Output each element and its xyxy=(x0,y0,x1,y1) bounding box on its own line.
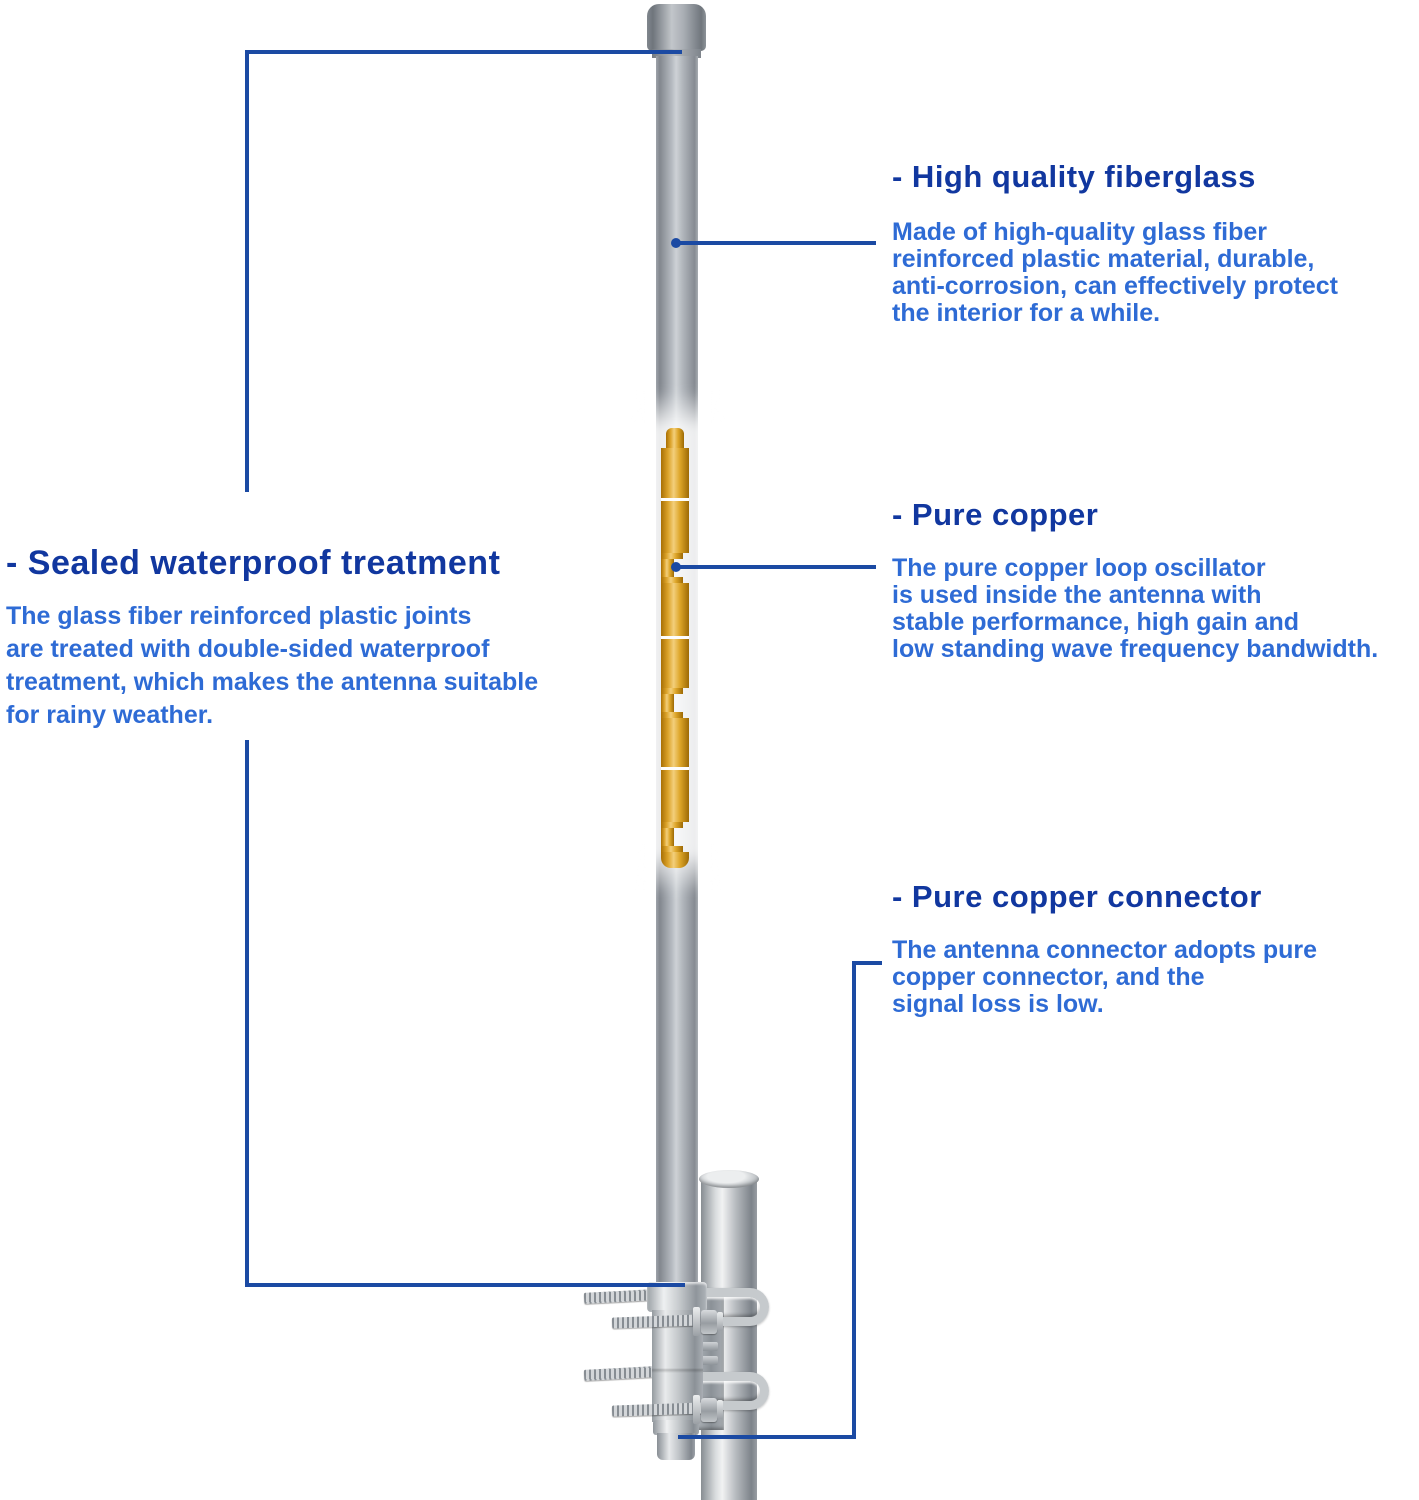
bolt-washer xyxy=(717,1312,723,1331)
connector-coupling-ring xyxy=(653,1420,699,1435)
copper-segment xyxy=(661,852,689,868)
bracket-bolt-head xyxy=(696,1356,718,1365)
callout-body-fiberglass: Made of high-quality glass fiber reinfor… xyxy=(892,219,1338,327)
copper-oscillator xyxy=(661,428,689,868)
callout-line-connector-stub xyxy=(852,961,882,965)
copper-joint xyxy=(661,688,689,718)
callout-line-sealed-top-vertical xyxy=(245,50,249,492)
callout-body-line: anti-corrosion, can effectively protect xyxy=(892,272,1338,300)
antenna-cap xyxy=(647,4,706,51)
bolt-washer xyxy=(717,1400,723,1419)
callout-title-fiberglass: - High quality fiberglass xyxy=(892,159,1256,194)
callout-body-sealed: The glass fiber reinforced plastic joint… xyxy=(6,600,538,732)
callout-title-copper: - Pure copper xyxy=(892,497,1099,532)
callout-body-line: signal loss is low. xyxy=(892,990,1104,1018)
callout-line-connector-horizontal xyxy=(678,1435,856,1439)
copper-segment xyxy=(661,583,689,636)
callout-body-connector: The antenna connector adopts pure copper… xyxy=(892,937,1317,1018)
bracket-bolt-head xyxy=(696,1342,718,1351)
bolt-washer xyxy=(693,1395,700,1424)
bolt-nut xyxy=(701,1398,717,1422)
copper-segment xyxy=(661,501,689,553)
copper-joint xyxy=(661,553,689,583)
callout-line-fiberglass xyxy=(675,241,876,245)
pole-clamp-bottom xyxy=(700,1372,769,1410)
callout-body-line: copper connector, and the xyxy=(892,963,1205,991)
mounting-pole-top xyxy=(699,1170,759,1188)
callout-body-line: reinforced plastic material, durable, xyxy=(892,245,1315,273)
callout-body-line: is used inside the antenna with xyxy=(892,581,1262,609)
clamp-bolt xyxy=(583,1366,655,1381)
callout-body-line: treatment, which makes the antenna suita… xyxy=(6,668,539,696)
callout-body-line: for rainy weather. xyxy=(6,701,214,729)
copper-divider xyxy=(661,498,689,501)
copper-joint xyxy=(661,822,689,852)
callout-title-connector: - Pure copper connector xyxy=(892,879,1262,914)
bolt-washer xyxy=(693,1307,700,1336)
callout-body-line: low standing wave frequency bandwidth. xyxy=(892,635,1379,663)
callout-title-sealed: - Sealed waterproof treatment xyxy=(6,544,501,582)
bolt-nut xyxy=(701,1310,717,1334)
copper-segment xyxy=(661,718,689,767)
callout-line-sealed-top-horizontal xyxy=(245,50,682,54)
pole-clamp-top xyxy=(700,1288,769,1326)
callout-line-copper xyxy=(675,565,876,569)
callout-body-copper: The pure copper loop oscillator is used … xyxy=(892,555,1378,663)
callout-body-line: Made of high-quality glass fiber xyxy=(892,218,1268,246)
callout-line-sealed-bottom-vertical xyxy=(245,740,249,1287)
copper-segment xyxy=(661,448,689,498)
copper-segment xyxy=(661,639,689,688)
callout-line-sealed-bottom-horizontal xyxy=(245,1283,685,1287)
callout-line-connector-vertical xyxy=(852,961,856,1439)
callout-body-line: The antenna connector adopts pure xyxy=(892,936,1318,964)
copper-segment xyxy=(661,770,689,822)
copper-segment xyxy=(666,428,684,448)
callout-body-line: The pure copper loop oscillator xyxy=(892,554,1266,582)
clamp-bolt xyxy=(583,1289,655,1304)
callout-body-line: are treated with double-sided waterproof xyxy=(6,635,490,663)
copper-divider xyxy=(661,636,689,639)
callout-body-line: the interior for a while. xyxy=(892,299,1161,327)
copper-divider xyxy=(661,767,689,770)
callout-body-line: stable performance, high gain and xyxy=(892,608,1300,636)
callout-body-line: The glass fiber reinforced plastic joint… xyxy=(6,602,472,630)
